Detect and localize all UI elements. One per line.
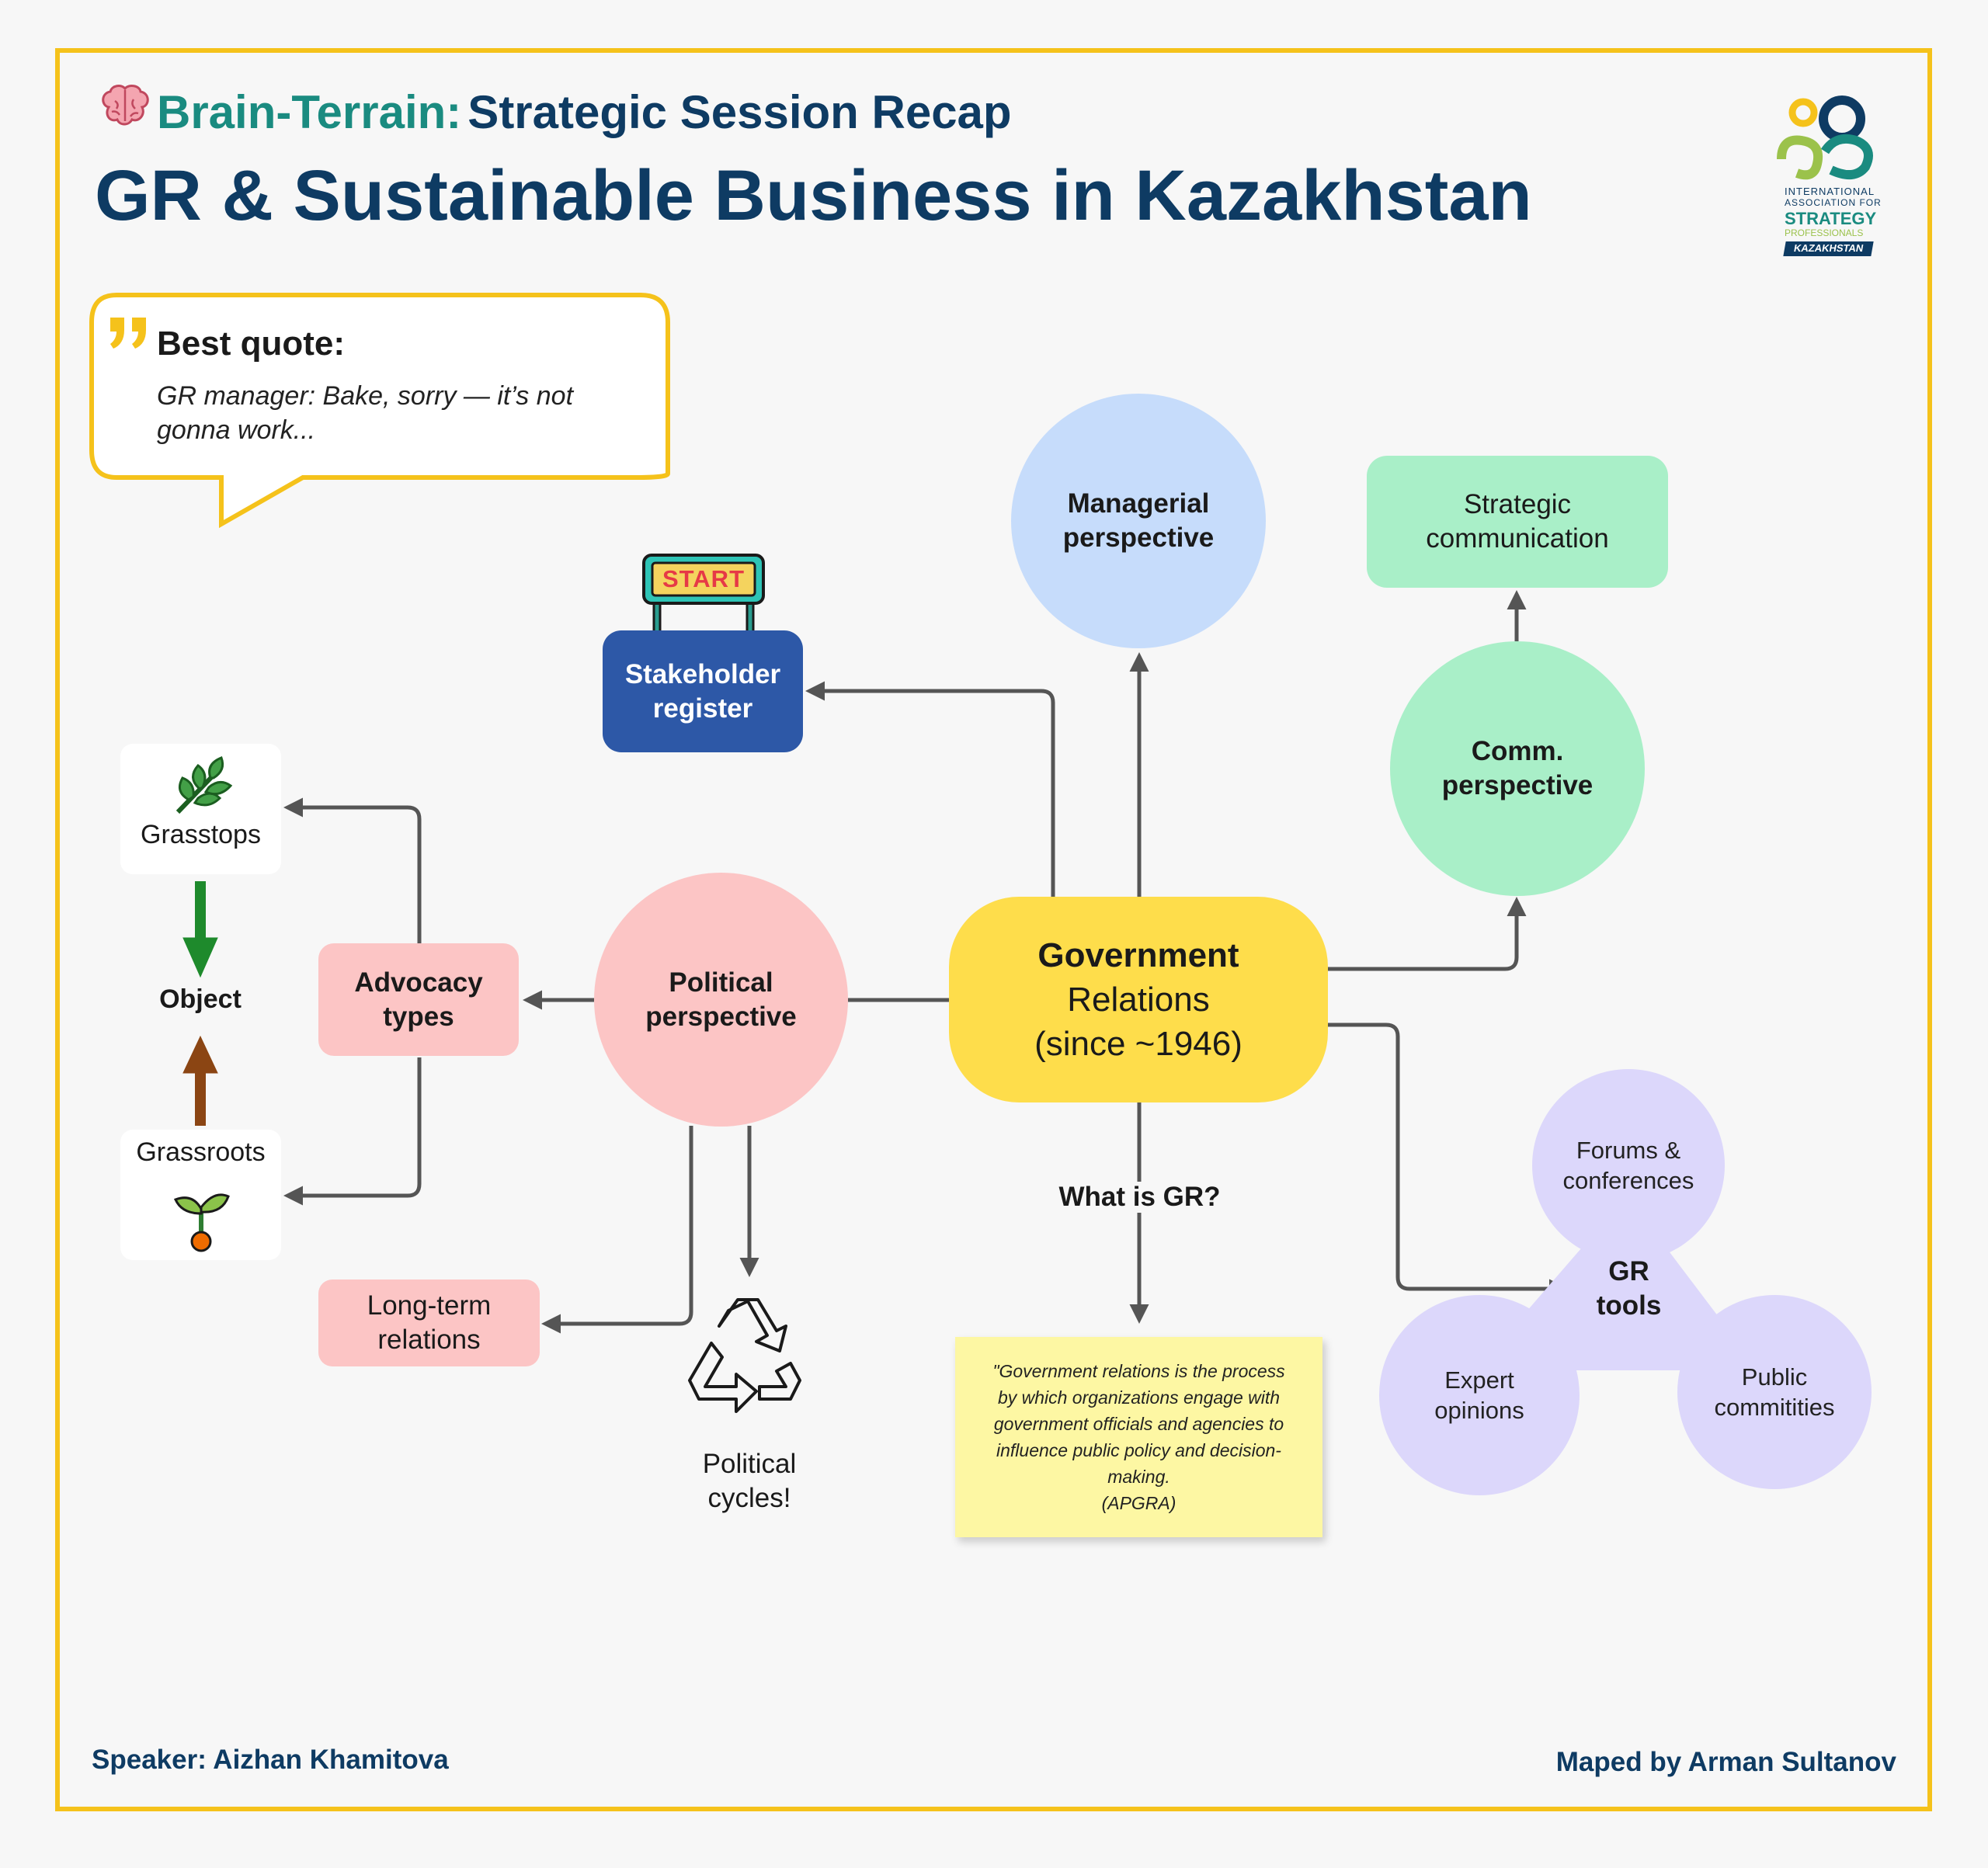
- quote-heading: Best quote:: [157, 325, 345, 363]
- grassroots-label: Grassroots: [136, 1137, 266, 1167]
- strategic-line1: Strategic: [1463, 489, 1572, 519]
- node-longterm-relations: Long-term relations: [318, 1279, 540, 1366]
- stakeholder-line1: Stakeholder: [624, 658, 781, 689]
- managerial-line1: Managerial: [1067, 488, 1210, 519]
- center-line3: (since ~1946): [1034, 1025, 1242, 1063]
- recycle-icon: [682, 1295, 814, 1423]
- arrow-to-comm: [1328, 897, 1527, 971]
- node-strategic-communication: Strategic communication: [1367, 456, 1668, 588]
- leafy-branch-icon: [172, 755, 234, 821]
- node-political-perspective: Political perspective: [594, 873, 848, 1127]
- gr-tools-label: GR tools: [1569, 1246, 1689, 1332]
- definition-line5: making.: [1107, 1467, 1170, 1487]
- node-managerial-perspective: Managerial perspective: [1011, 394, 1266, 648]
- mapped-by-credit: Maped by Arman Sultanov: [1555, 1747, 1896, 1777]
- public-line1: Public: [1741, 1363, 1808, 1391]
- subtitle-prefix: Brain-Terrain:: [157, 85, 462, 138]
- forums-line2: conferences: [1562, 1167, 1694, 1194]
- political-line2: perspective: [645, 1001, 797, 1032]
- node-forums-conferences: Forums & conferences: [1532, 1069, 1725, 1262]
- quote-bubble: [89, 293, 670, 529]
- expert-line1: Expert: [1444, 1366, 1514, 1394]
- political-line1: Political: [669, 967, 773, 998]
- brain-icon: [99, 84, 151, 140]
- comm-line1: Comm.: [1471, 736, 1564, 766]
- page-title: GR & Sustainable Business in Kazakhstan: [95, 156, 1532, 235]
- managerial-line2: perspective: [1062, 523, 1215, 553]
- definition-sticky-note: "Government relations is the process by …: [955, 1337, 1322, 1537]
- arrow-to-gr-tools: [1328, 1023, 1569, 1299]
- poster-frame: [55, 48, 1932, 1811]
- definition-source: (APGRA): [1101, 1493, 1176, 1513]
- association-logo: INTERNATIONAL ASSOCIATION FOR STRATEGY P…: [1771, 89, 1887, 268]
- node-grassroots: Grassroots: [120, 1130, 281, 1260]
- node-advocacy-types: Advocacy types: [318, 943, 519, 1056]
- logo-line4: PROFESSIONALS: [1785, 227, 1864, 239]
- center-line1: Government: [1037, 936, 1239, 974]
- arrow-to-longterm: [541, 1126, 693, 1334]
- what-is-gr-label: What is GR?: [1017, 1182, 1262, 1213]
- node-expert-opinions: Expert opinions: [1379, 1295, 1580, 1495]
- object-label: Object: [159, 984, 242, 1014]
- strategic-line2: communication: [1426, 523, 1609, 554]
- subtitle-rest: Strategic Session Recap: [467, 85, 1012, 138]
- cycles-line2: cycles!: [707, 1483, 791, 1513]
- node-stakeholder-register: Stakeholder register: [603, 630, 803, 752]
- definition-line3: government officials and agencies to: [993, 1414, 1284, 1434]
- center-node-government-relations: Government Relations (since ~1946): [949, 897, 1328, 1102]
- arrow-grasstops-object: [182, 881, 218, 978]
- advocacy-line2: types: [383, 1001, 454, 1032]
- logo-line1: INTERNATIONAL: [1785, 186, 1875, 197]
- logo-mark-icon: [1777, 95, 1873, 180]
- advocacy-line1: Advocacy: [354, 967, 483, 998]
- gr-tools-line1: GR: [1608, 1256, 1649, 1286]
- forums-line1: Forums &: [1576, 1137, 1681, 1164]
- center-line2: Relations: [1067, 981, 1210, 1019]
- quote-text: GR manager: Bake, sorry — it’s not gonna…: [157, 379, 573, 447]
- quote-text-line1: GR manager: Bake, sorry — it’s not: [157, 381, 574, 411]
- definition-line2: by which organizations engage with: [997, 1387, 1281, 1408]
- gr-tools-line2: tools: [1596, 1290, 1662, 1321]
- cycles-line1: Political: [702, 1449, 797, 1479]
- definition-line1: "Government relations is the process: [992, 1361, 1285, 1381]
- expert-line2: opinions: [1434, 1397, 1524, 1424]
- start-sign-text: START: [662, 565, 746, 592]
- comm-line2: perspective: [1441, 770, 1594, 800]
- logo-line3: STRATEGY: [1785, 208, 1877, 228]
- stakeholder-line2: register: [652, 693, 753, 724]
- longterm-line2: relations: [377, 1325, 481, 1355]
- quote-text-line2: gonna work...: [157, 415, 316, 445]
- arrow-to-stakeholder: [805, 681, 1055, 897]
- arrow-to-grassroots: [283, 1057, 422, 1206]
- definition-line4: influence public policy and decision-: [996, 1440, 1281, 1460]
- speaker-credit: Speaker: Aizhan Khamitova: [92, 1745, 449, 1775]
- political-cycles-label: Political cycles!: [668, 1443, 831, 1520]
- start-sign-icon: START: [641, 553, 766, 635]
- grasstops-label: Grasstops: [141, 820, 261, 849]
- logo-line2: ASSOCIATION FOR: [1785, 196, 1882, 208]
- longterm-line1: Long-term: [367, 1290, 492, 1321]
- node-grasstops: Grasstops: [120, 744, 281, 874]
- arrow-grassroots-object: [182, 1035, 218, 1126]
- subtitle: Brain-Terrain: Strategic Session Recap: [99, 84, 1012, 140]
- quote-mark-icon: [107, 314, 152, 356]
- node-public-committees: Public commitities: [1677, 1295, 1872, 1489]
- public-line2: commitities: [1714, 1394, 1835, 1421]
- arrow-to-grasstops: [283, 797, 422, 943]
- seedling-icon: [171, 1182, 231, 1256]
- node-comm-perspective: Comm. perspective: [1390, 641, 1645, 896]
